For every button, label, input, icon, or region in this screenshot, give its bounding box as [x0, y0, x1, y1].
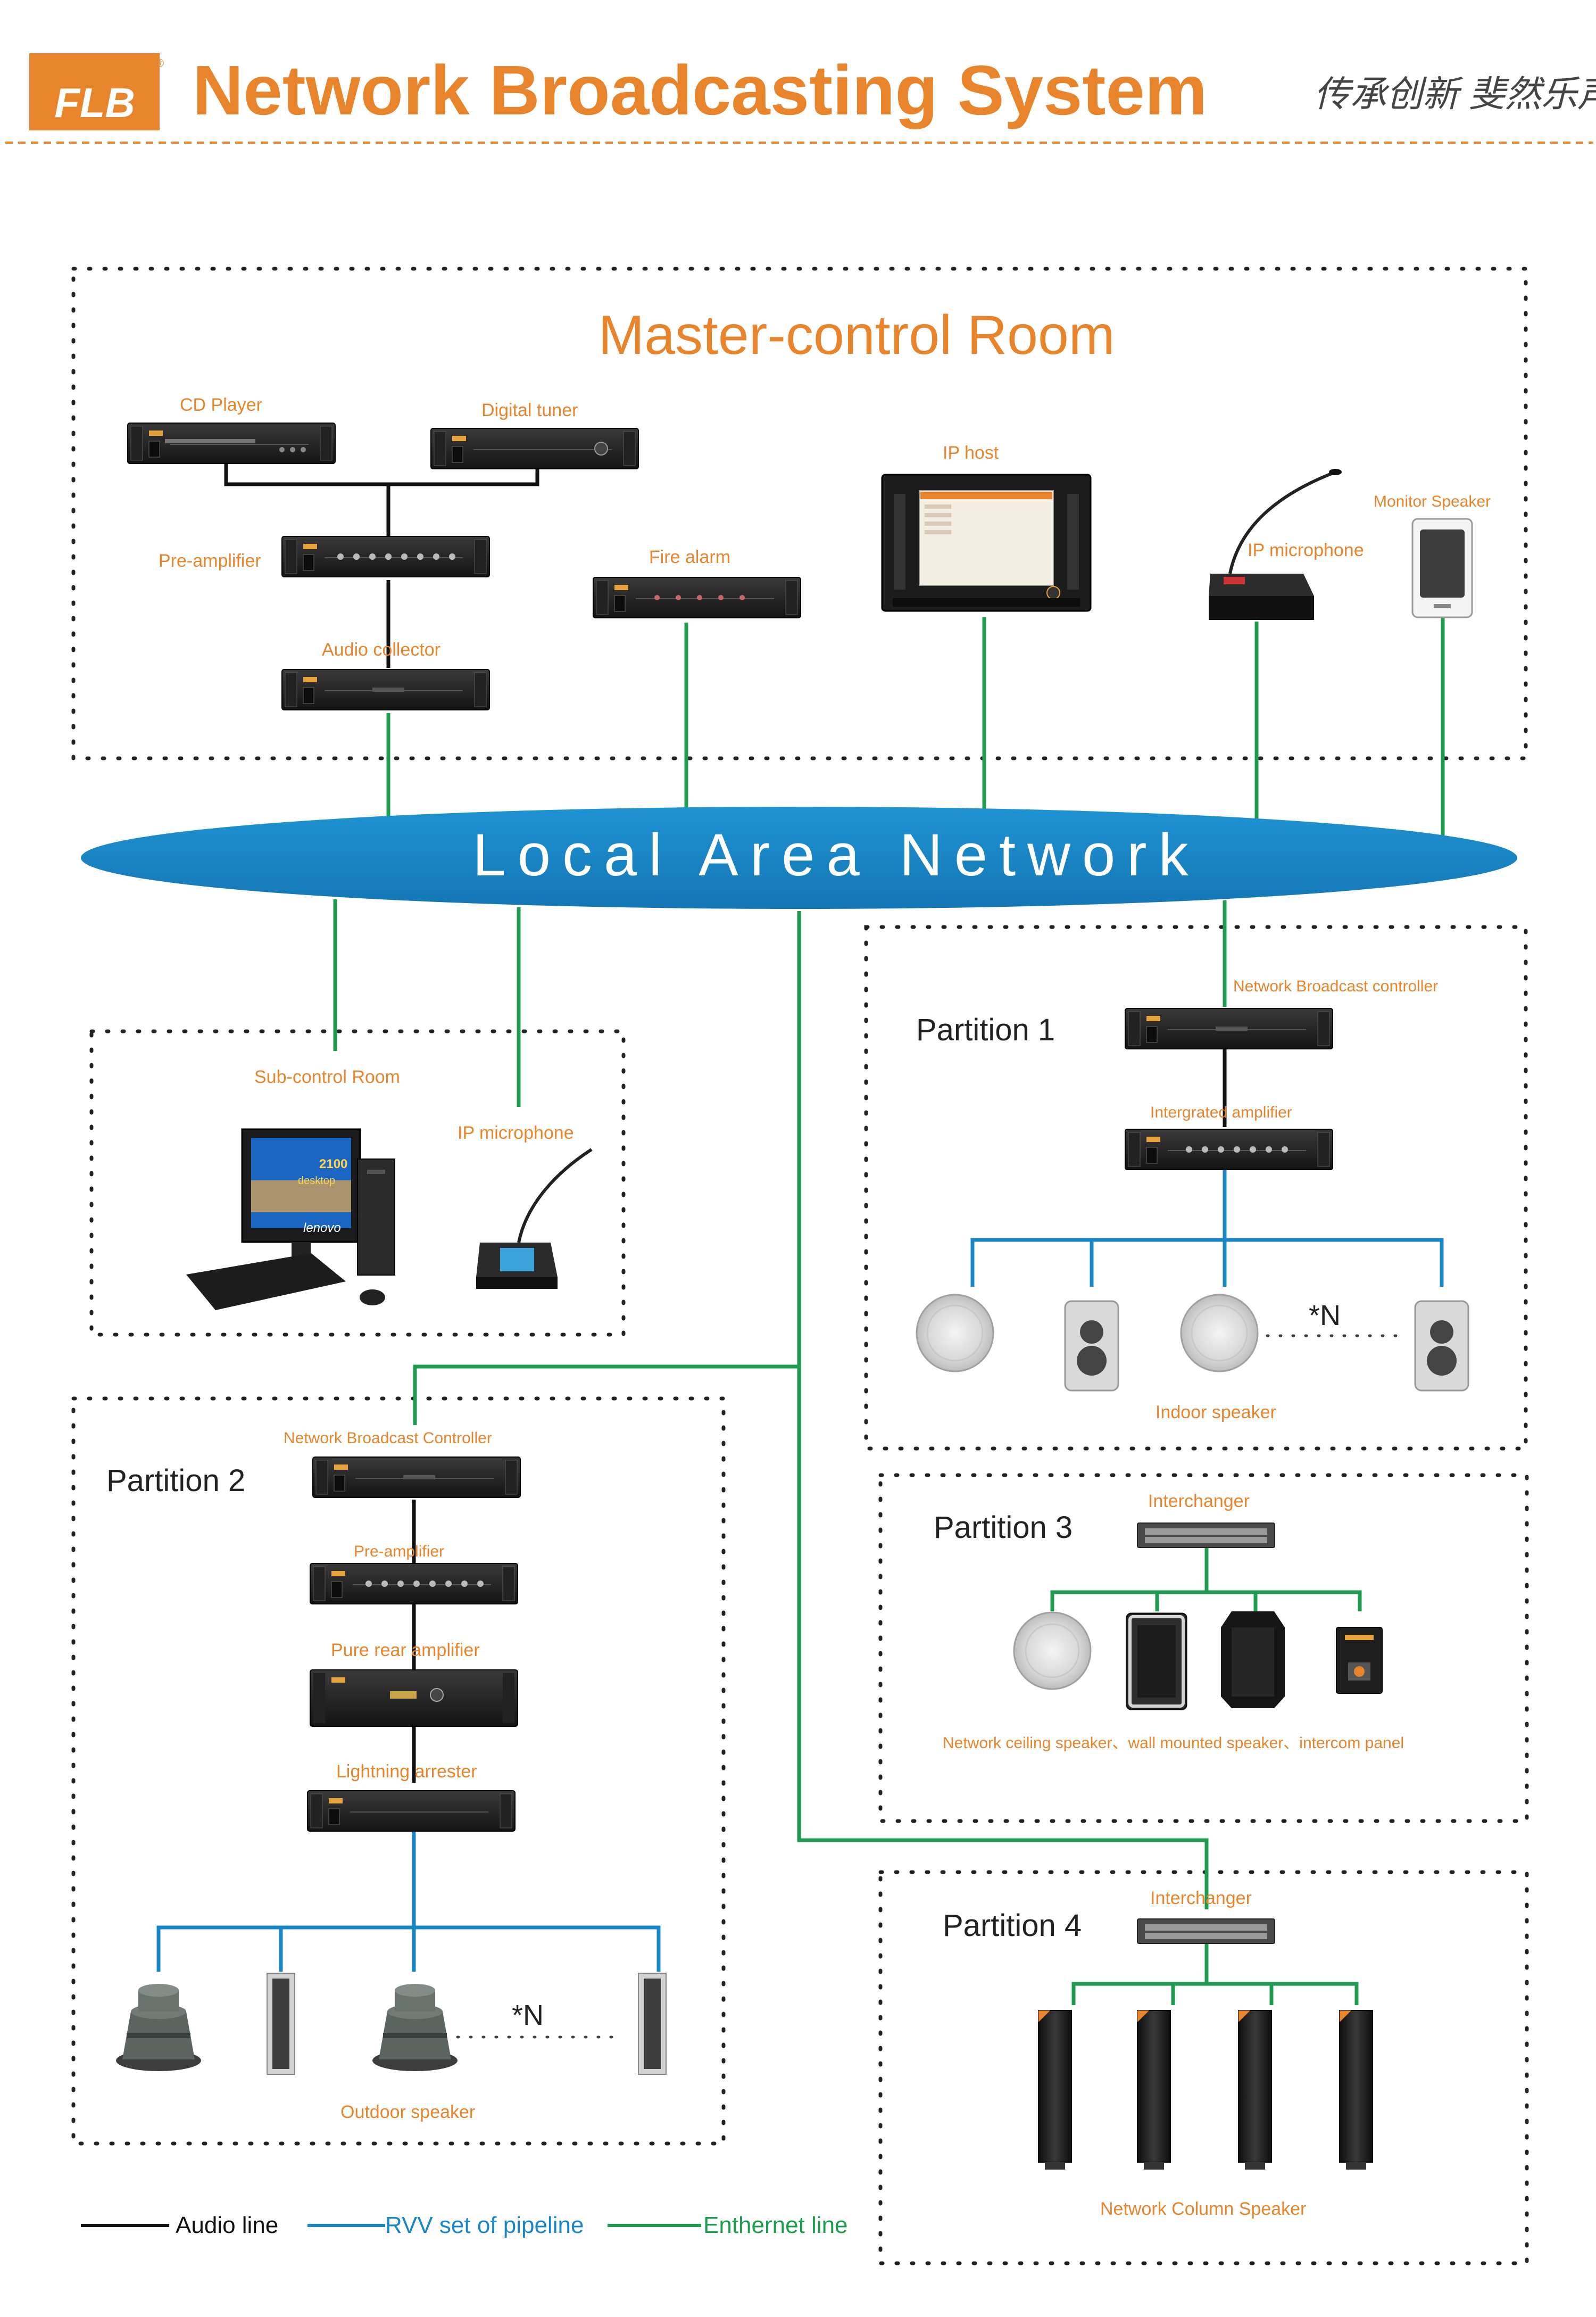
p3-ceiling-speaker[interactable] [1013, 1611, 1092, 1690]
partition2-border [71, 1396, 726, 2146]
sub-ip-microphone-label: IP microphone [458, 1123, 574, 1143]
zone-borders [71, 267, 1529, 2265]
partition-4: Partition 4 Interchanger Network Colu [943, 1888, 1373, 2219]
p3-wall-speaker[interactable] [1126, 1612, 1187, 1710]
logo-text: FLB [54, 79, 135, 126]
p1-ceiling-speaker-2[interactable] [1180, 1294, 1259, 1372]
p1-wall-speaker-1[interactable] [1064, 1300, 1119, 1392]
partition-2: Partition 2 Network Broadcast Controller… [106, 1429, 667, 2122]
p2-rear-amplifier-label: Pure rear amplifier [331, 1640, 480, 1660]
pre-amplifier-label: Pre-amplifier [159, 551, 261, 571]
p1-ceiling-speaker-1[interactable] [916, 1294, 994, 1372]
slogan: 传承创新 斐然乐声! [1314, 74, 1596, 114]
master-room-border [71, 267, 1528, 760]
p2-pre-amplifier-label: Pre-amplifier [354, 1543, 444, 1560]
p1-n-label: *N [1309, 1300, 1341, 1331]
partition4-title: Partition 4 [943, 1908, 1082, 1943]
page-title: Network Broadcasting System [193, 51, 1207, 129]
p4-column-speaker-2[interactable] [1137, 2010, 1171, 2170]
p3-speakers-label: Network ceiling speaker、wall mounted spe… [943, 1734, 1404, 1752]
local-area-network: Local Area Network [81, 807, 1517, 909]
sub-control-room: Sub-control Room IP microphone 2100 desk… [186, 1067, 593, 1310]
p3-switch-device[interactable] [1137, 1522, 1275, 1548]
sub-ip-microphone-device[interactable] [476, 1148, 593, 1289]
pc-screen-line1: 2100 [319, 1157, 347, 1171]
monitor-speaker-label: Monitor Speaker [1374, 493, 1491, 510]
master-room-title: Master-control Room [598, 304, 1115, 366]
p2-pre-amplifier-device[interactable] [310, 1563, 518, 1604]
p1-wall-speaker-2[interactable] [1414, 1300, 1469, 1392]
p4-column-speaker-4[interactable] [1339, 2010, 1373, 2170]
sub-room-title: Sub-control Room [254, 1067, 400, 1087]
p3-switch-label: Interchanger [1148, 1491, 1250, 1511]
legend-ethernet-label: Enthernet line [703, 2212, 848, 2238]
partition2-title: Partition 2 [106, 1463, 245, 1498]
partition3-border [878, 1473, 1529, 1823]
partition1-title: Partition 1 [916, 1013, 1055, 1047]
fire-alarm-device[interactable] [593, 577, 801, 618]
monitor-speaker-device[interactable] [1411, 518, 1473, 618]
ip-microphone-device[interactable] [1209, 469, 1342, 620]
pre-amplifier-device[interactable] [281, 536, 490, 577]
p2-outdoor-speaker-2[interactable] [372, 1984, 458, 2071]
audio-collector-label: Audio collector [322, 640, 440, 660]
p2-column-speaker-2[interactable] [638, 1973, 667, 2075]
cd-player-label: CD Player [180, 395, 262, 415]
legend-audio-label: Audio line [176, 2212, 278, 2238]
lan-label: Local Area Network [472, 822, 1200, 888]
p2-controller-device[interactable] [312, 1457, 521, 1498]
p2-outdoor-speaker-1[interactable] [116, 1984, 201, 2071]
p2-arrester-device[interactable] [307, 1790, 516, 1832]
ip-microphone-label: IP microphone [1248, 540, 1364, 560]
partition3-title: Partition 3 [934, 1510, 1073, 1545]
partition1-border [864, 925, 1528, 1451]
p1-amplifier-label: Intergrated amplifier [1150, 1104, 1292, 1121]
lan-ellipse [81, 807, 1517, 909]
legend-rvv-label: RVV set of pipeline [385, 2212, 584, 2238]
p1-amplifier-device[interactable] [1125, 1129, 1333, 1170]
p4-column-speaker-1[interactable] [1038, 2010, 1072, 2170]
digital-tuner-label: Digital tuner [481, 400, 578, 420]
partition-3: Partition 3 Interchanger Network ceiling… [934, 1491, 1404, 1752]
p2-rear-amplifier-device[interactable] [310, 1669, 518, 1727]
header: FLB ® Network Broadcasting System 传承创新 斐… [5, 51, 1596, 144]
audio-collector-device[interactable] [281, 669, 490, 710]
connection-lines [156, 463, 1445, 2039]
p4-speakers-label: Network Column Speaker [1100, 2199, 1306, 2219]
logo-box [29, 53, 160, 130]
p4-switch-label: Interchanger [1150, 1888, 1252, 1908]
digital-tuner-device[interactable] [430, 428, 639, 469]
legend: Audio line RVV set of pipeline Enthernet… [81, 2212, 848, 2238]
logo-registered: ® [155, 56, 164, 70]
ip-host-device[interactable] [881, 474, 1092, 612]
ip-host-label: IP host [943, 443, 999, 463]
desktop-pc[interactable]: 2100 desktop lenovo [186, 1128, 395, 1310]
pc-screen-line2: desktop [298, 1175, 335, 1187]
master-room: Master-control Room CD Player Digital tu… [127, 304, 1491, 710]
pc-brand: lenovo [303, 1221, 341, 1235]
p2-controller-label: Network Broadcast Controller [284, 1429, 492, 1447]
partition4-border [878, 1870, 1529, 2265]
p4-switch-device[interactable] [1137, 1918, 1275, 1944]
fire-alarm-label: Fire alarm [649, 547, 730, 567]
partition-1: Partition 1 Network Broadcast controller… [916, 978, 1469, 1422]
p3-network-speaker[interactable] [1221, 1611, 1285, 1708]
p2-column-speaker-1[interactable] [267, 1973, 295, 2075]
cd-player-device[interactable] [127, 423, 336, 464]
p2-speakers-label: Outdoor speaker [340, 2102, 475, 2122]
p2-arrester-label: Lightning arrester [336, 1761, 477, 1782]
p2-n-label: *N [512, 1999, 544, 2031]
p3-intercom-panel[interactable] [1336, 1627, 1383, 1694]
p4-column-speaker-3[interactable] [1238, 2010, 1272, 2170]
p1-speakers-label: Indoor speaker [1156, 1402, 1276, 1422]
p1-controller-device[interactable] [1125, 1008, 1333, 1049]
p1-controller-label: Network Broadcast controller [1233, 978, 1438, 995]
